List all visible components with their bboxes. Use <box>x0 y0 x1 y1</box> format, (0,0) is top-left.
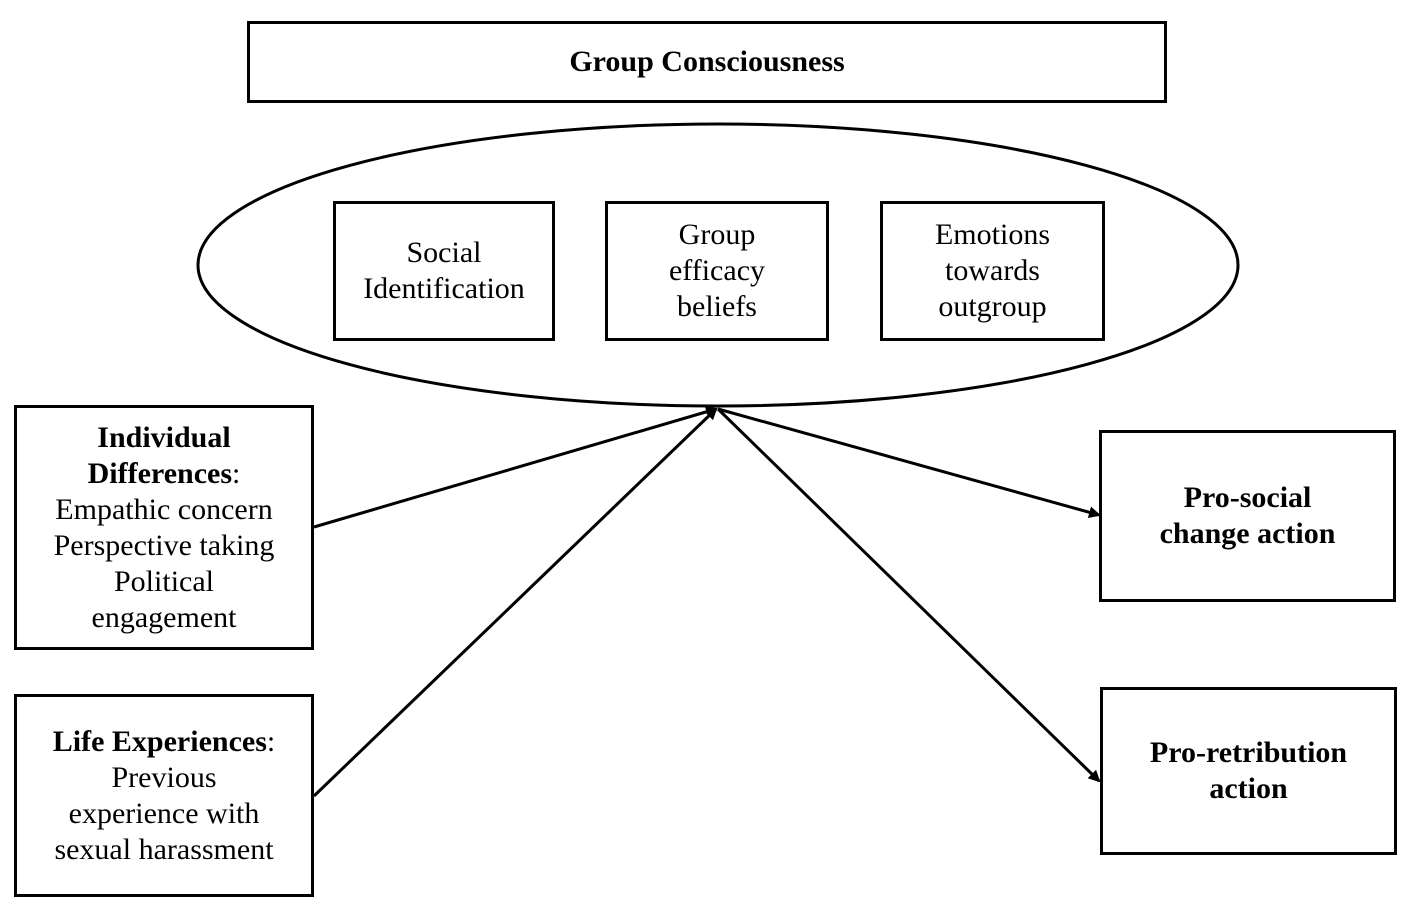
emotions-outgroup-line-2: towards <box>945 254 1040 287</box>
arrow-individual-to-consciousness <box>313 406 718 529</box>
individual-differences-heading-2: Differences <box>87 456 233 490</box>
life-experiences-item-3: sexual harassment <box>54 832 274 866</box>
arrow-consciousness-to-prosocial <box>717 407 1101 519</box>
individual-differences-colon: : <box>232 456 241 490</box>
group-efficacy-box: Group efficacy beliefs <box>605 201 829 341</box>
life-experiences-heading: Life Experiences <box>52 724 267 758</box>
individual-differences-item-1: Empathic concern <box>55 492 273 526</box>
arrow-life-to-consciousness <box>312 407 718 798</box>
prosocial-change-action-box: Pro-social change action <box>1099 430 1396 602</box>
individual-differences-item-2: Perspective taking <box>53 528 275 562</box>
retribution-line-1: Pro-retribution <box>1149 736 1348 769</box>
emotions-outgroup-line-3: outgroup <box>938 290 1047 323</box>
individual-differences-heading-2-row: Differences: <box>88 456 241 492</box>
emotions-outgroup-box: Emotions towards outgroup <box>880 201 1105 341</box>
group-consciousness-ellipse <box>196 122 1240 408</box>
emotions-outgroup-line-1: Emotions <box>934 218 1050 251</box>
group-efficacy-line-2: efficacy <box>668 254 766 287</box>
arrow-consciousness-to-retribution <box>716 407 1101 783</box>
social-identification-line-2: Identification <box>363 272 525 305</box>
social-identification-line-1: Social <box>406 236 482 269</box>
individual-differences-heading-1: Individual <box>97 420 231 454</box>
life-experiences-item-2: experience with <box>68 796 260 830</box>
group-consciousness-title: Group Consciousness <box>569 45 845 78</box>
prosocial-line-2: change action <box>1159 517 1336 550</box>
life-experiences-colon: : <box>266 724 276 758</box>
life-experiences-item-1: Previous <box>111 760 217 794</box>
individual-differences-item-3: Political <box>114 564 214 598</box>
group-efficacy-line-1: Group <box>678 218 756 251</box>
individual-differences-box: Individual Differences: Empathic concern… <box>14 405 314 650</box>
social-identification-box: Social Identification <box>333 201 555 341</box>
retribution-line-2: action <box>1209 772 1288 805</box>
prosocial-line-1: Pro-social <box>1183 481 1312 514</box>
group-efficacy-line-3: beliefs <box>677 290 757 323</box>
group-consciousness-title-box: Group Consciousness <box>247 21 1167 103</box>
life-experiences-box: Life Experiences: Previous experience wi… <box>14 694 314 897</box>
individual-differences-item-4: engagement <box>91 600 237 634</box>
life-experiences-heading-row: Life Experiences: <box>53 724 275 760</box>
pro-retribution-action-box: Pro-retribution action <box>1100 687 1397 855</box>
